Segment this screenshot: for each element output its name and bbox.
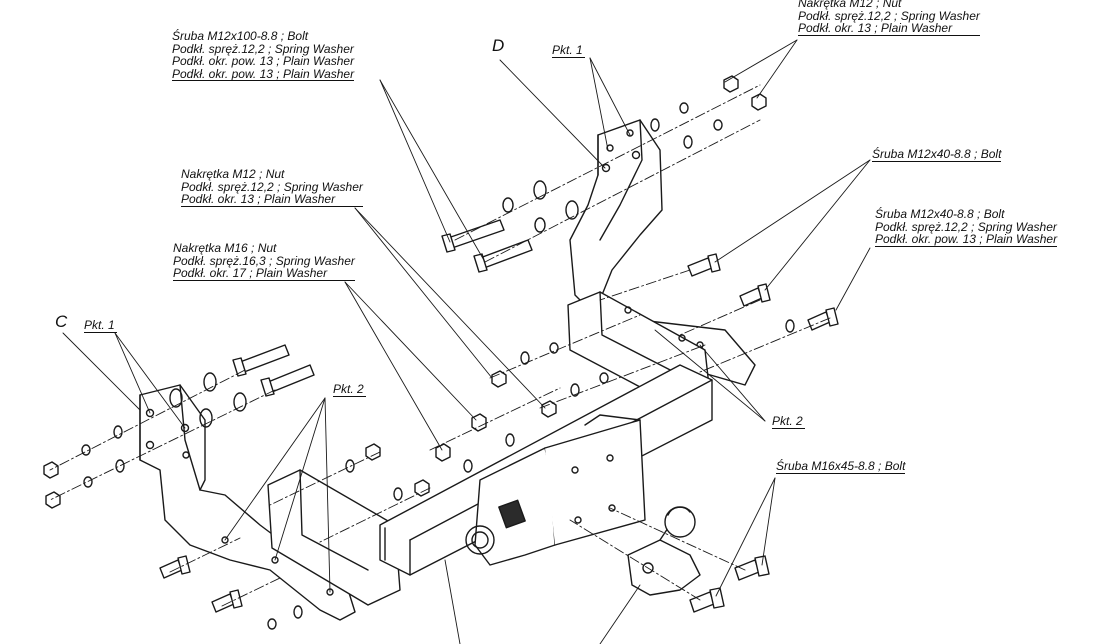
middle-nut-label: Nakrętka M12 ; Nut Podkł. spręż.12,2 ; S… xyxy=(181,168,365,207)
upper-bolt-line-3: Podkł. okr. pow. 13 ; Plain Washer xyxy=(172,54,355,68)
washers-and-nuts xyxy=(43,75,795,630)
middle-nut-line-3: Podkł. okr. 13 ; Plain Washer xyxy=(181,193,363,207)
marker-d: D xyxy=(492,36,505,55)
marker-c: C xyxy=(55,312,68,331)
top-right-nut-label: Nakrętka M12 ; Nut Podkł. spręż.12,2 ; S… xyxy=(798,0,982,36)
upper-bolt-line-2: Podkł. spręż.12,2 ; Spring Washer xyxy=(172,41,354,56)
right-bolt-group-line-1: Śruba M12x40-8.8 ; Bolt xyxy=(875,207,1005,221)
upper-bolt-label: Śruba M12x100-8.8 ; Bolt Podkł. spręż.12… xyxy=(172,30,356,81)
top-right-nut-line-1: Nakrętka M12 ; Nut xyxy=(798,0,902,10)
tow-ball xyxy=(627,506,701,596)
top-right-nut-line-3: Podkł. okr. 13 ; Plain Washer xyxy=(798,22,980,36)
middle-nut-line-1: Nakrętka M12 ; Nut xyxy=(181,167,285,181)
right-bolt-group-line-3: Podkł. okr. pow. 13 ; Plain Washer xyxy=(875,232,1058,247)
leader-lines xyxy=(62,39,871,644)
middle-nut-line-2: Podkł. spręż.12,2 ; Spring Washer xyxy=(181,179,363,194)
right-bolt-1-line-1: Śruba M12x40-8.8 ; Bolt xyxy=(872,147,1002,162)
marker-pkt1-right: Pkt. 1 xyxy=(552,43,585,58)
lower-nut-label: Nakrętka M16 ; Nut Podkł. spręż.16,3 ; S… xyxy=(173,242,357,281)
axis-lines xyxy=(49,84,831,607)
right-bolt-group-line-2: Podkł. spręż.12,2 ; Spring Washer xyxy=(875,219,1057,234)
lower-nut-line-2: Podkł. spręż.16,3 ; Spring Washer xyxy=(173,253,355,268)
top-right-nut-line-2: Podkł. spręż.12,2 ; Spring Washer xyxy=(798,8,980,23)
upper-bolt-line-4: Podkł. okr. pow. 13 ; Plain Washer xyxy=(172,66,355,81)
short-bolts xyxy=(159,253,839,613)
right-bolt-group-label: Śruba M12x40-8.8 ; Bolt Podkł. spręż.12,… xyxy=(875,208,1059,247)
lower-nut-line-1: Nakrętka M16 ; Nut xyxy=(173,241,277,255)
marker-pkt2-right: Pkt. 2 xyxy=(772,414,805,429)
lower-nut-line-3: Podkł. okr. 17 ; Plain Washer xyxy=(173,267,355,281)
ball-bolt-line-1: Śruba M16x45-8.8 ; Bolt xyxy=(776,459,906,474)
marker-pkt2-left: Pkt. 2 xyxy=(333,382,366,397)
right-bolt-1-label: Śruba M12x40-8.8 ; Bolt xyxy=(872,148,1003,162)
left-plate xyxy=(267,469,401,606)
marker-pkt1-left: Pkt. 1 xyxy=(84,318,117,333)
socket-plate xyxy=(465,414,646,566)
upper-bolt-line-1: Śruba M12x100-8.8 ; Bolt xyxy=(172,29,309,43)
ball-bolt-label: Śruba M16x45-8.8 ; Bolt xyxy=(776,460,907,474)
